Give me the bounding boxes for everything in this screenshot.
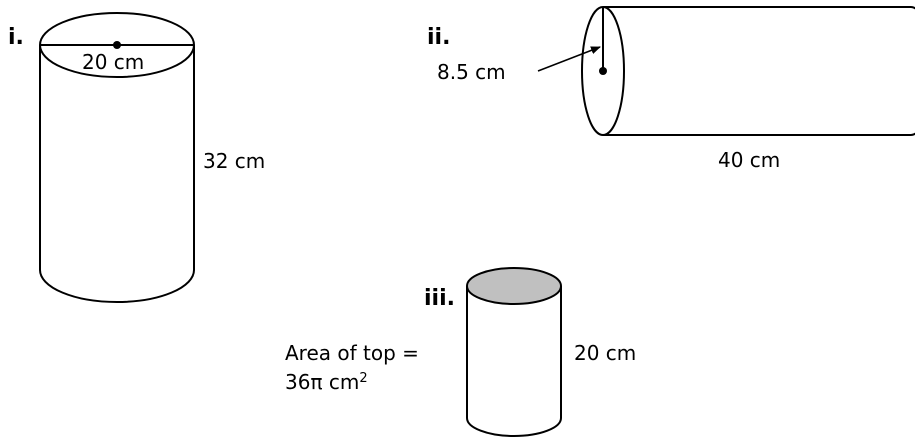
cylinder-iii: iii. Area of top = 36π cm2 20 cm xyxy=(285,267,636,437)
cylinder-iii-area-exponent: 2 xyxy=(359,371,367,386)
cylinder-iii-area-label-line1: Area of top = xyxy=(285,341,419,365)
cylinder-i-diameter-label: 20 cm xyxy=(82,50,144,74)
figure-iii-label: iii. xyxy=(424,286,455,311)
figure-ii-label: ii. xyxy=(427,25,450,50)
cylinder-iii-top-shaded xyxy=(466,267,562,305)
figure-i-label: i. xyxy=(8,25,24,50)
cylinder-ii-length-label: 40 cm xyxy=(718,148,780,172)
cylinder-ii-center-dot xyxy=(599,67,607,75)
cylinder-iii-height-label: 20 cm xyxy=(574,341,636,365)
cylinder-i: i. 20 cm 32 cm xyxy=(8,12,265,303)
cylinder-ii-radius-label: 8.5 cm xyxy=(437,60,506,84)
cylinder-ii: ii. 8.5 cm 40 cm xyxy=(427,6,915,172)
cylinder-i-bottom-arc xyxy=(39,269,195,303)
cylinder-i-height-label: 32 cm xyxy=(203,149,265,173)
cylinder-iii-area-value: 36π cm xyxy=(285,370,359,394)
cylinder-ii-radius-arrow xyxy=(537,46,601,72)
cylinder-i-center-dot xyxy=(113,41,121,49)
cylinder-ii-right-arc xyxy=(910,6,915,136)
cylinder-iii-bottom-arc xyxy=(466,417,562,437)
cylinder-iii-area-label-line2: 36π cm2 xyxy=(285,370,368,394)
